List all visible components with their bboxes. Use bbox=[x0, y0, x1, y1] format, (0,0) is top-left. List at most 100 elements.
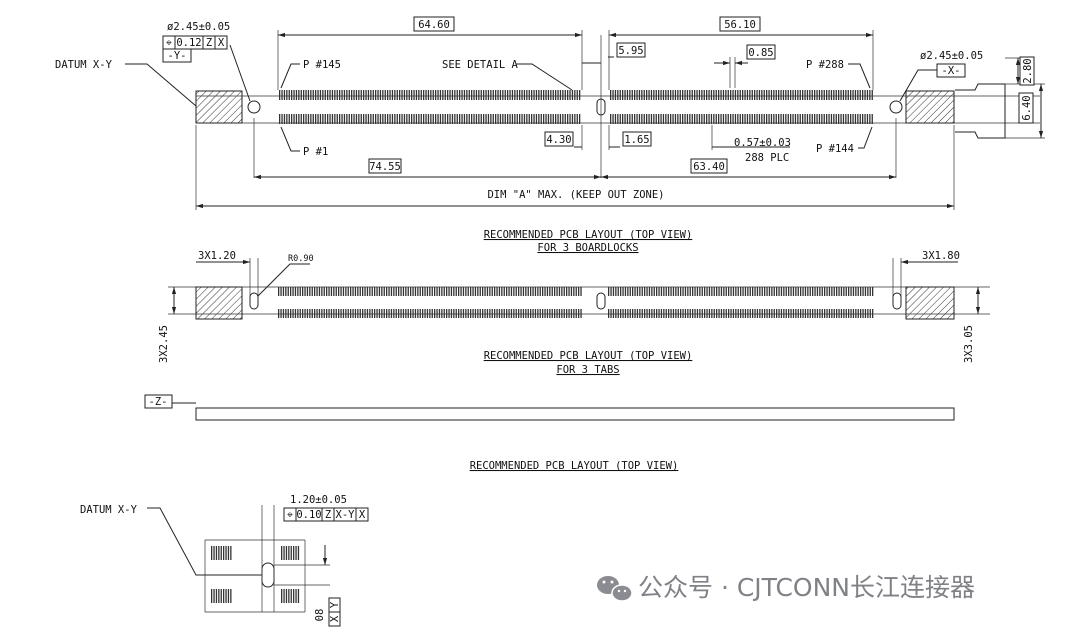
pad bbox=[646, 90, 648, 100]
pad bbox=[670, 90, 672, 100]
pad bbox=[727, 114, 729, 124]
pad bbox=[556, 287, 558, 296]
pad bbox=[419, 309, 421, 318]
pad bbox=[864, 287, 867, 296]
pad bbox=[492, 114, 494, 124]
pad bbox=[746, 114, 749, 124]
pad bbox=[365, 114, 367, 124]
pad bbox=[571, 114, 574, 124]
pad bbox=[285, 287, 287, 296]
pad bbox=[518, 287, 520, 296]
pad bbox=[474, 309, 477, 318]
pad bbox=[792, 287, 795, 296]
pad bbox=[766, 287, 768, 296]
pad bbox=[830, 90, 833, 100]
pad bbox=[696, 309, 699, 318]
pad bbox=[653, 309, 655, 318]
pad bbox=[387, 114, 389, 124]
pad bbox=[339, 90, 341, 100]
pad bbox=[627, 287, 629, 296]
pad bbox=[556, 309, 558, 318]
pad bbox=[615, 309, 617, 318]
pad bbox=[525, 309, 527, 318]
pad bbox=[674, 90, 677, 100]
pad bbox=[414, 287, 417, 296]
pad bbox=[510, 287, 513, 296]
pad bbox=[389, 90, 391, 100]
pad bbox=[546, 287, 549, 296]
pad bbox=[692, 309, 694, 318]
top-view: 64.60 56.10 5.95 0.85 6.40 2.80 4.30 bbox=[55, 16, 1045, 210]
pad bbox=[722, 114, 725, 124]
pad bbox=[720, 287, 723, 296]
pad bbox=[658, 309, 660, 318]
pad bbox=[316, 287, 318, 296]
pad bbox=[317, 114, 319, 124]
tabs-dim-left-height: 3X2.45 bbox=[158, 325, 170, 363]
pad bbox=[682, 90, 684, 100]
pad bbox=[281, 114, 283, 124]
pad bbox=[352, 309, 354, 318]
pad bbox=[515, 287, 517, 296]
pad bbox=[629, 287, 631, 296]
pad bbox=[684, 114, 686, 124]
pad bbox=[471, 114, 473, 124]
pad bbox=[425, 90, 427, 100]
pad bbox=[365, 90, 367, 100]
pad bbox=[857, 114, 859, 124]
pad bbox=[326, 309, 328, 318]
pad bbox=[306, 287, 309, 296]
pad bbox=[523, 114, 526, 124]
pad bbox=[840, 114, 842, 124]
pad bbox=[459, 90, 461, 100]
pad bbox=[438, 287, 441, 296]
pad bbox=[467, 309, 469, 318]
pad bbox=[838, 90, 840, 100]
pad bbox=[655, 114, 657, 124]
pad bbox=[840, 287, 843, 296]
pad bbox=[456, 90, 458, 100]
pad bbox=[756, 114, 758, 124]
pad bbox=[353, 114, 355, 124]
pad bbox=[706, 287, 708, 296]
pad bbox=[833, 90, 835, 100]
pad bbox=[761, 309, 763, 318]
pad bbox=[444, 114, 446, 124]
pad bbox=[318, 309, 321, 318]
dim-box-6-40 bbox=[1018, 92, 1034, 124]
leader-pin-1 bbox=[280, 126, 300, 152]
pin-288-label: P #288 bbox=[806, 59, 844, 71]
pad bbox=[711, 287, 713, 296]
pad bbox=[405, 287, 407, 296]
pad bbox=[713, 287, 715, 296]
pad bbox=[749, 114, 751, 124]
pad bbox=[744, 309, 747, 318]
pad bbox=[631, 90, 633, 100]
pad bbox=[845, 90, 847, 100]
pad bbox=[383, 287, 385, 296]
pad bbox=[816, 309, 819, 318]
pad bbox=[818, 114, 821, 124]
tabs-view: 3X1.20 R0.90 3X1.80 3X2.45 3X3.05 bbox=[158, 250, 990, 363]
pin-1-label: P #1 bbox=[303, 146, 328, 158]
pad bbox=[494, 309, 496, 318]
pad bbox=[295, 546, 297, 560]
pad bbox=[744, 90, 746, 100]
pad bbox=[622, 114, 624, 124]
pad bbox=[576, 90, 578, 100]
pad bbox=[682, 114, 684, 124]
pad bbox=[636, 90, 638, 100]
pad bbox=[636, 309, 639, 318]
pad bbox=[472, 309, 474, 318]
pad bbox=[429, 287, 431, 296]
pad bbox=[227, 589, 230, 603]
pad bbox=[418, 114, 420, 124]
pad bbox=[867, 287, 869, 296]
pad bbox=[494, 287, 496, 296]
pad bbox=[684, 90, 686, 100]
pad bbox=[740, 309, 742, 318]
pad bbox=[309, 309, 311, 318]
pad bbox=[833, 114, 835, 124]
pad bbox=[632, 309, 634, 318]
pad bbox=[442, 90, 444, 100]
